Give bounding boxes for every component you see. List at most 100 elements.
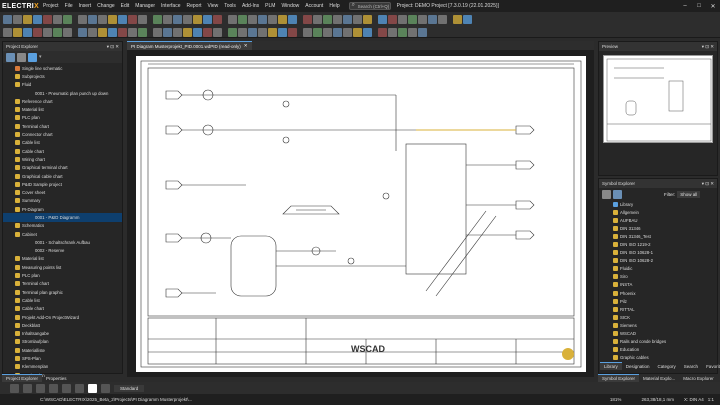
toolbar-button-icon[interactable] [408,27,417,37]
toolbar-button-icon[interactable] [43,14,52,24]
symbol-library-item[interactable]: SICK [613,313,717,321]
symbol-library-item[interactable]: WSCAD [613,330,717,338]
tree-item[interactable]: Wiring chart [3,155,122,163]
toolbar-button-icon[interactable] [453,14,462,24]
toolbar-button-icon[interactable] [138,27,147,37]
toolbar-button-icon[interactable] [408,14,417,24]
toolbar-button-icon[interactable] [343,14,352,24]
toolbar-button-icon[interactable] [278,27,287,37]
toolbar-button-icon[interactable] [173,14,182,24]
panel-controls-icon[interactable]: ▾ ⊡ ✕ [701,180,714,186]
toolbar-button-icon[interactable] [78,14,87,24]
tree-item[interactable]: Connector chart [3,130,122,138]
toolbar-button-icon[interactable] [43,27,52,37]
menu-change[interactable]: Change [97,3,115,9]
toolbar-button-icon[interactable] [108,14,117,24]
panel-controls-icon[interactable]: ▾ ⊡ ✕ [701,43,714,49]
menu-edit[interactable]: Edit [120,3,130,9]
symbol-library-item[interactable]: AUFBAU [613,216,717,224]
drawing-canvas[interactable]: WSCAD [127,50,594,377]
menu-account[interactable]: Account [305,3,324,9]
tree-item[interactable]: PI-Diagram [3,205,122,213]
toolbar-button-icon[interactable] [323,14,332,24]
tool-icon-3[interactable] [36,383,45,393]
filter-icon[interactable] [28,52,37,62]
toolbar-button-icon[interactable] [258,27,267,37]
symbol-library-item[interactable]: RITTAL [613,305,717,313]
toolbar-button-icon[interactable] [388,27,397,37]
toolbar-button-icon[interactable] [98,14,107,24]
tree-item[interactable]: Deckblatt [3,321,122,329]
toolbar-button-icon[interactable] [303,14,312,24]
toolbar-button-icon[interactable] [388,14,397,24]
tab-material-explo-[interactable]: Material Explo... [643,375,676,381]
toolbar-button-icon[interactable] [353,14,362,24]
new-icon[interactable] [6,52,15,62]
tree-item[interactable]: PLC plan [3,271,122,279]
toolbar-button-icon[interactable] [428,14,437,24]
toolbar-button-icon[interactable] [398,27,407,37]
toolbar-button-icon[interactable] [228,14,237,24]
tree-item[interactable]: Cable chart [3,147,122,155]
drawing-sheet[interactable]: WSCAD [136,56,586,372]
toolbar-button-icon[interactable] [213,27,222,37]
toolbar-button-icon[interactable] [333,14,342,24]
toolbar-button-icon[interactable] [323,27,332,37]
tree-item[interactable]: Material list [3,105,122,113]
tree-item[interactable]: Measuring points list [3,263,122,271]
tree-item[interactable]: Cable list [3,139,122,147]
symbol-library-item[interactable]: Rails and conde bridges [613,338,717,346]
symbol-library-item[interactable]: Siro [613,273,717,281]
toolbar-button-icon[interactable] [418,14,427,24]
tool-icon-4[interactable] [49,383,58,393]
tab-library[interactable]: Library [600,362,622,370]
toolbar-button-icon[interactable] [313,27,322,37]
tree-item[interactable]: 0002 - Reserve [3,247,122,255]
tree-item[interactable]: 0001 - Pneumatic plan punch up down [3,89,122,97]
toolbar-button-icon[interactable] [363,27,372,37]
menu-interface[interactable]: Interface [161,3,181,9]
toolbar-button-icon[interactable] [3,27,12,37]
toolbar-button-icon[interactable] [118,14,127,24]
symbol-library-item[interactable]: DIN ISO 10628-2 [613,257,717,265]
symbol-library-item[interactable]: Pilz [613,297,717,305]
toolbar-button-icon[interactable] [53,27,62,37]
symbol-library-item[interactable]: INSTA [613,281,717,289]
tab-favorites[interactable]: Favorites [706,363,720,369]
toolbar-button-icon[interactable] [333,27,342,37]
symbol-library-item[interactable]: Allgemein [613,208,717,216]
tab-category[interactable]: Category [657,363,676,369]
color-swatch[interactable] [88,383,97,393]
menu-help[interactable]: Help [329,3,340,9]
toolbar-button-icon[interactable] [13,14,22,24]
tree-item[interactable]: Graphical terminal chart [3,164,122,172]
tree-item[interactable]: Stromlaufplan [3,338,122,346]
menu-project[interactable]: Project [43,3,59,9]
symbol-library-item[interactable]: DIN ISO 10628-1 [613,249,717,257]
toolbar-button-icon[interactable] [63,27,72,37]
tree-item[interactable]: Fluid [3,81,122,89]
tab-close-icon[interactable]: ✕ [243,43,248,48]
panel-controls-icon[interactable]: ▾ ⊡ ✕ [106,43,119,49]
tree-item[interactable]: Terminal chart [3,122,122,130]
toolbar-button-icon[interactable] [313,14,322,24]
toolbar-button-icon[interactable] [88,14,97,24]
tree-item[interactable]: Reference chart [3,97,122,105]
open-icon[interactable] [17,52,26,62]
tree-item[interactable]: Subprojects [3,72,122,80]
tree-item[interactable]: Single line schematic [3,64,122,72]
tab-designation[interactable]: Designation [625,363,650,369]
toolbar-button-icon[interactable] [138,14,147,24]
tree-item[interactable]: Summary [3,197,122,205]
toolbar-button-icon[interactable] [33,14,42,24]
tree-item[interactable]: Materialliste [3,346,122,354]
toolbar-button-icon[interactable] [398,14,407,24]
tab-macro-explorer[interactable]: Macro Explorer [683,375,714,381]
toolbar-button-icon[interactable] [153,27,162,37]
tree-item[interactable]: Terminal chart [3,280,122,288]
symbol-library-item[interactable]: DIN 31346_Test [613,232,717,240]
toolbar-button-icon[interactable] [23,14,32,24]
symbol-library-item[interactable]: Library [613,200,717,208]
menu-manager[interactable]: Manager [135,3,156,9]
minimize-icon[interactable]: – [683,3,687,9]
